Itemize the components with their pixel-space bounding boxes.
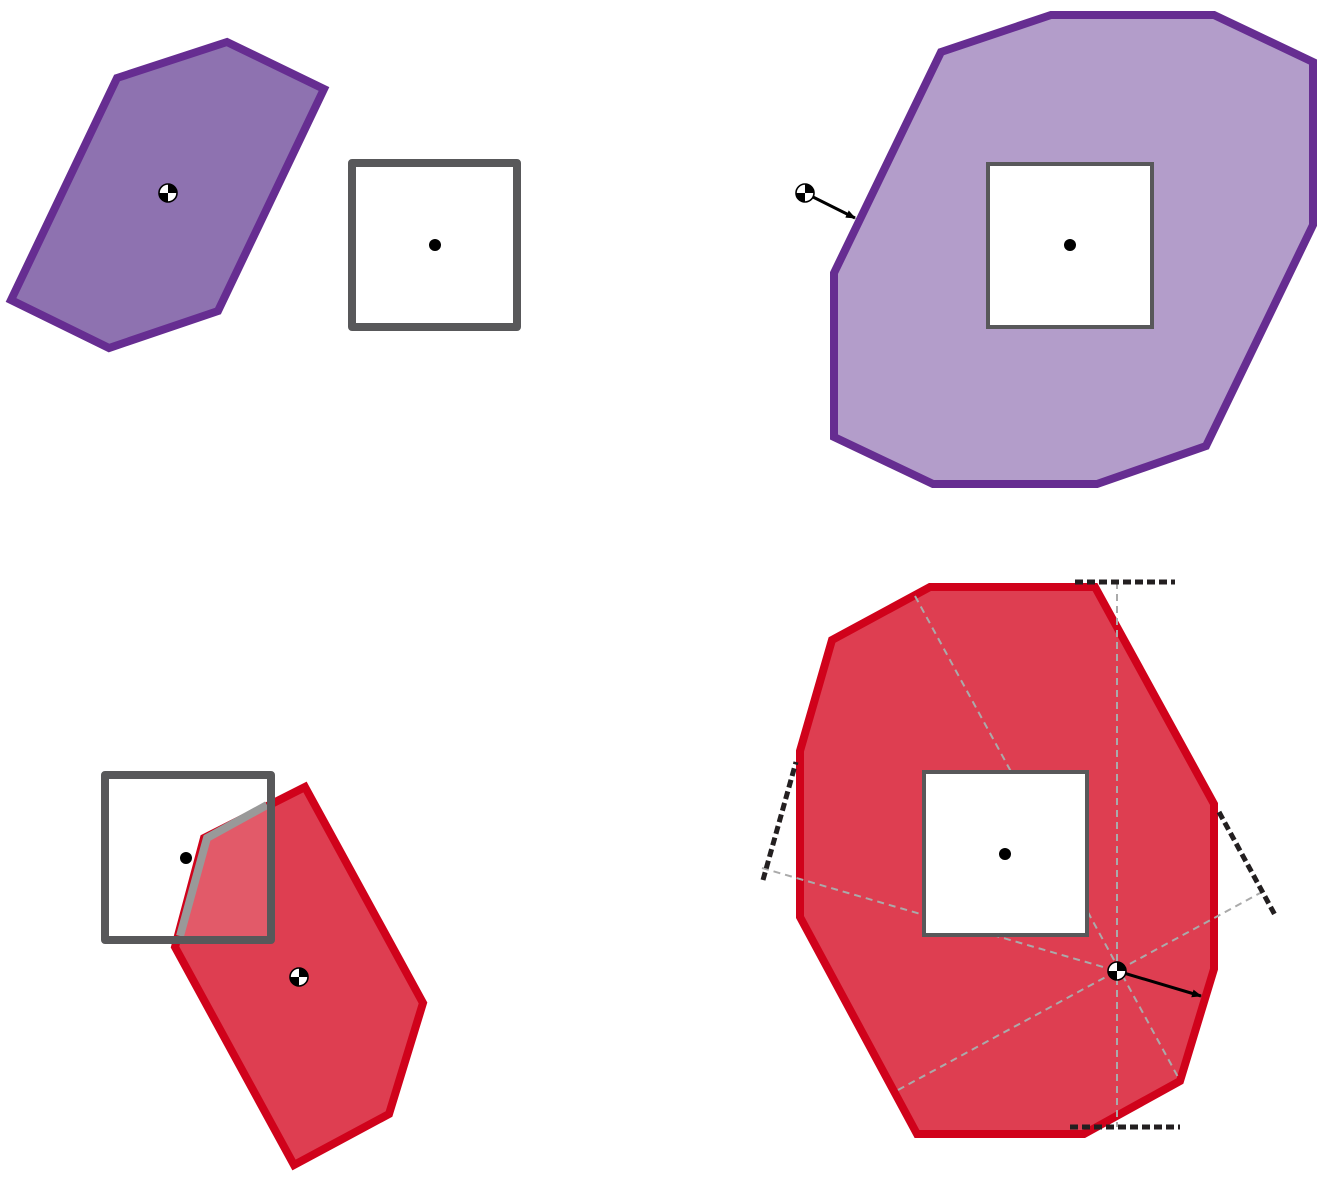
square-obstacle: [986, 162, 1154, 329]
overlap-region: [180, 805, 267, 936]
origin-dot-icon: [429, 239, 441, 251]
panel-bottom-left: [101, 771, 428, 1171]
center-of-mass-icon: [795, 183, 815, 203]
support-lines: [760, 579, 1278, 1130]
origin-dot-icon: [1064, 239, 1076, 251]
center-of-mass-icon: [158, 183, 178, 203]
center-of-mass-icon: [1107, 961, 1127, 981]
guide-line-diagonal-1: [914, 595, 1179, 1078]
center-of-mass-icon: [289, 967, 309, 987]
panel-top-right: [795, 11, 1317, 488]
origin-dot-icon: [999, 848, 1011, 860]
panel-bottom-right: [760, 579, 1278, 1138]
direction-arrow: [1116, 969, 1202, 998]
overlap-edge: [176, 801, 269, 938]
support-line-left: [760, 761, 799, 881]
guide-line-diagonal-3: [897, 891, 1263, 1091]
origin-dot-icon: [180, 852, 192, 864]
panel-top-left: [5, 37, 521, 353]
support-line-right: [1216, 810, 1278, 917]
